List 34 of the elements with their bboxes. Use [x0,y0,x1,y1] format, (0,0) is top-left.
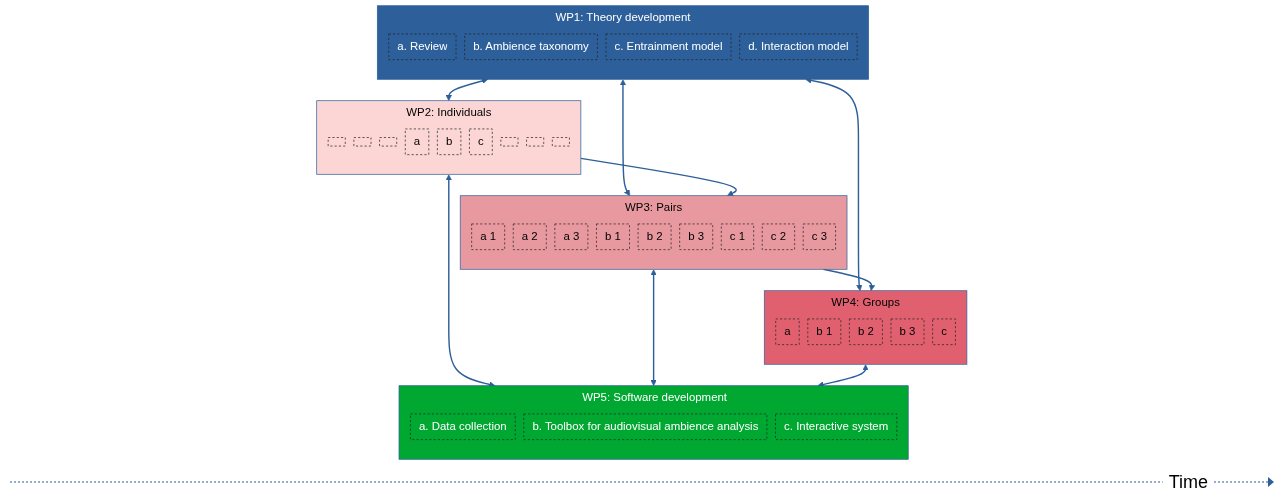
node-box: a [405,128,430,155]
node-box: b 2 [849,318,883,345]
node-box: b 2 [637,223,672,250]
node-box: b 3 [679,223,714,250]
node-box: c [469,128,493,155]
axis-label: Time [1168,471,1208,493]
node-box: d. Interaction model [739,33,858,60]
node-box: c. Entrainment model [605,33,732,60]
arrow [580,157,738,196]
node-box: a. Data collection [410,413,516,440]
node-box: c. Interactive system [775,413,898,440]
node-box [500,137,519,147]
node-box: a 1 [471,223,506,250]
node-box [379,137,398,147]
node-box: a 3 [554,223,589,250]
node-box: c 1 [721,223,755,250]
node-box: b 1 [596,223,631,250]
node-box: b 3 [890,318,925,345]
node-box: b. Ambience taxonomy [464,33,598,60]
arrow [650,269,657,386]
node-box [353,137,372,147]
node-box: b [437,128,462,155]
node-box: c 2 [762,223,796,250]
node-box: a. Review [388,33,457,60]
node-box: a 2 [513,223,547,250]
node-box: c 3 [803,223,837,250]
node-box: a [775,318,800,345]
node-box [327,137,346,147]
node-box [526,137,545,147]
node-box: c [932,318,956,345]
node-box: b. Toolbox for audiovisual ambience analysis [523,413,768,440]
node-box: b 1 [807,318,842,345]
arrow [620,79,631,196]
node-box [552,137,570,147]
